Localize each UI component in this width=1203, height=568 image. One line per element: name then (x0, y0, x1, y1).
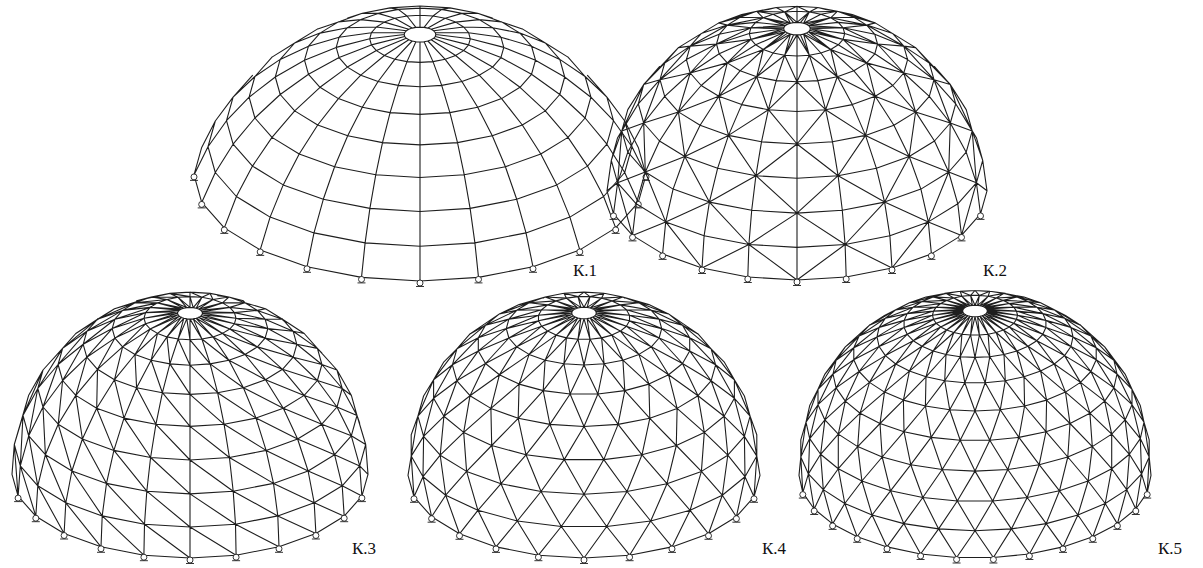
support-symbol (1025, 553, 1033, 560)
support-symbol (190, 174, 198, 181)
support-symbol (198, 201, 206, 208)
dome-lattice (607, 6, 987, 280)
support-symbol (1059, 546, 1067, 553)
support-symbol (97, 546, 105, 553)
support-symbol (32, 515, 40, 522)
support-symbol (989, 557, 997, 564)
support-symbol (492, 546, 500, 553)
support-symbol (1143, 492, 1151, 499)
figure-label: К.2 (983, 262, 1007, 281)
figure-label: К.1 (573, 262, 597, 281)
support-symbol (610, 213, 618, 220)
support-symbol (927, 253, 935, 260)
support-symbol (576, 249, 584, 256)
support-symbol (1132, 508, 1140, 515)
figure-label: К.3 (352, 540, 376, 559)
support-symbol (529, 266, 537, 273)
figure-label: К.4 (762, 540, 786, 559)
support-symbol (917, 553, 925, 560)
support-symbol (629, 234, 637, 241)
figure-label: К.5 (1158, 540, 1182, 559)
support-symbol (312, 533, 320, 540)
support-symbol (475, 276, 483, 283)
support-symbol (829, 523, 837, 530)
support-symbol (626, 554, 634, 561)
support-symbol (60, 533, 68, 540)
support-symbol (534, 554, 542, 561)
support-symbol (358, 276, 366, 283)
support-symbol (1113, 523, 1121, 530)
dome-lattice (12, 292, 368, 558)
support-symbol (659, 253, 667, 260)
support-symbol (958, 234, 966, 241)
support-symbol (358, 495, 366, 502)
support-symbol (698, 267, 706, 274)
support-symbol (275, 546, 283, 553)
support-symbol (416, 280, 424, 287)
support-symbol (883, 546, 891, 553)
support-symbol (456, 533, 464, 540)
support-symbol (580, 557, 588, 564)
support-symbol (232, 554, 240, 561)
support-symbol (732, 516, 740, 523)
support-symbol (1089, 536, 1097, 543)
support-symbol (220, 227, 228, 234)
support-symbol (750, 496, 758, 503)
support-symbol (744, 276, 752, 283)
support-symbol (14, 495, 22, 502)
support-symbol (705, 533, 713, 540)
dome-lattice (408, 292, 760, 558)
support-symbol (953, 557, 961, 564)
support-symbol (668, 546, 676, 553)
support-symbol (256, 249, 264, 256)
support-symbol (140, 554, 148, 561)
support-symbol (793, 279, 801, 286)
support-symbol (612, 227, 620, 234)
support-symbol (410, 496, 418, 503)
support-symbol (853, 536, 861, 543)
support-symbol (888, 267, 896, 274)
support-symbol (303, 266, 311, 273)
dome-lattice (194, 6, 646, 281)
support-symbol (842, 276, 850, 283)
support-symbol (428, 516, 436, 523)
support-symbol (810, 508, 818, 515)
support-symbol (977, 213, 985, 220)
support-symbol (340, 515, 348, 522)
support-symbol (186, 557, 194, 564)
dome-lattice (799, 291, 1151, 558)
support-symbol (799, 492, 807, 499)
